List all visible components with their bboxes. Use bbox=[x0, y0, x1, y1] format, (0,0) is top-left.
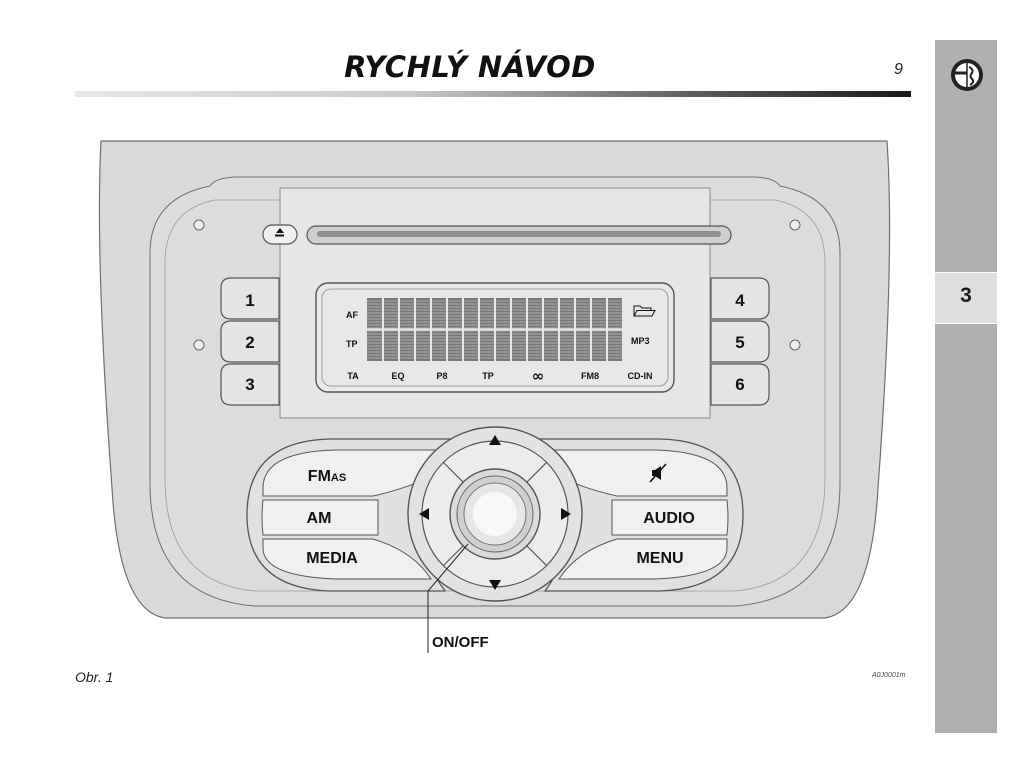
lcd-label-tp-left: TP bbox=[346, 339, 358, 349]
menu-button-label: MENU bbox=[636, 550, 683, 567]
page-number: 9 bbox=[894, 61, 903, 78]
lcd-label-fm8: FM8 bbox=[581, 371, 599, 381]
lcd-label-loop: ∞ bbox=[532, 367, 545, 385]
preset-buttons-right bbox=[710, 277, 770, 406]
title-rule bbox=[75, 91, 911, 97]
figure-code: A0J0001m bbox=[872, 672, 906, 679]
screw bbox=[789, 339, 801, 351]
figure-caption: Obr. 1 bbox=[75, 669, 114, 685]
page-title: RYCHLÝ NÁVOD bbox=[344, 50, 596, 84]
brand-logo bbox=[951, 59, 983, 91]
lcd-label-tp-bottom: TP bbox=[482, 371, 494, 381]
eject-icon bbox=[276, 228, 284, 233]
lcd-label-ta: TA bbox=[347, 371, 359, 381]
fmas-button-label: FMAS bbox=[308, 468, 346, 485]
am-button-label: AM bbox=[307, 510, 332, 527]
lcd-label-eq: EQ bbox=[391, 371, 404, 381]
arrow-left-icon bbox=[419, 508, 429, 520]
side-tab-active-chapter[interactable] bbox=[935, 272, 997, 324]
screw bbox=[193, 339, 205, 351]
folder-icon bbox=[633, 305, 656, 317]
arrow-right-icon bbox=[561, 508, 571, 520]
preset-4-label: 4 bbox=[735, 291, 745, 310]
lcd-label-p8: P8 bbox=[436, 371, 447, 381]
on-off-label: ON/OFF bbox=[432, 634, 489, 651]
preset-5-label: 5 bbox=[735, 333, 744, 352]
preset-2-label: 2 bbox=[245, 333, 254, 352]
screw bbox=[193, 219, 205, 231]
arrow-up-icon bbox=[489, 435, 501, 445]
preset-3-label: 3 bbox=[245, 375, 254, 394]
lcd-label-cd-in: CD-IN bbox=[628, 371, 653, 381]
on-off-callout-line bbox=[427, 543, 469, 653]
preset-1-label: 1 bbox=[245, 291, 254, 310]
lcd-label-af: AF bbox=[346, 310, 358, 320]
chapter-number: 3 bbox=[960, 284, 972, 307]
mute-icon bbox=[649, 463, 667, 483]
arrow-down-icon bbox=[489, 580, 501, 590]
side-tab bbox=[935, 40, 997, 733]
audio-button-label: AUDIO bbox=[643, 510, 695, 527]
radio-illustration: 1 2 3 4 5 6 AF TP MP3 TA EQ P8 TP ∞ FM8 … bbox=[98, 140, 891, 653]
preset-buttons-left bbox=[220, 277, 280, 406]
screw bbox=[789, 219, 801, 231]
media-button-label: MEDIA bbox=[306, 550, 358, 567]
lcd-label-mp3: MP3 bbox=[631, 336, 650, 346]
preset-6-label: 6 bbox=[735, 375, 744, 394]
